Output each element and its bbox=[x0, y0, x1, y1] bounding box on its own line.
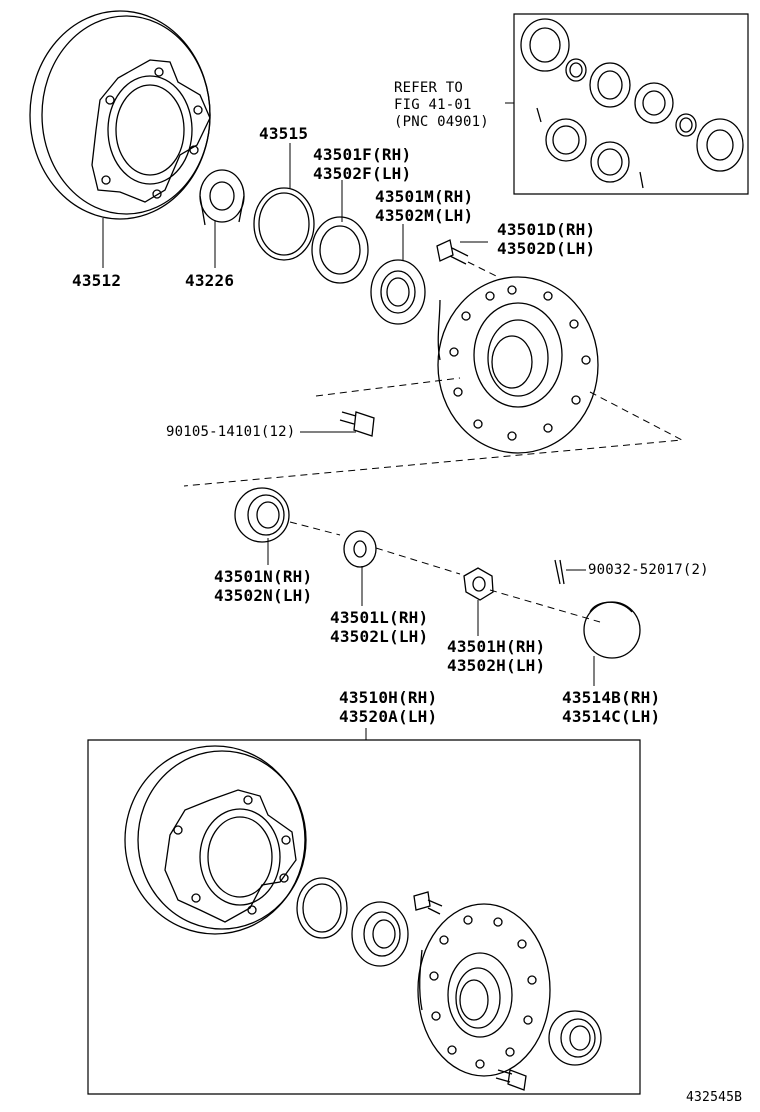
part-label-43510H-rh: 43510H(RH) bbox=[339, 688, 438, 707]
refer-label: REFER TO FIG 41-01 (PNC 04901) bbox=[394, 80, 489, 131]
inset-parts bbox=[521, 19, 743, 188]
dashed-plane-top bbox=[184, 378, 682, 486]
brake-disc-lower bbox=[125, 746, 306, 934]
hub-top bbox=[438, 277, 598, 453]
part-label-43501L[interactable]: 43501L(RH) 43502L(LH) bbox=[330, 608, 428, 646]
bearing-43501M bbox=[371, 260, 425, 324]
part-label-43520A-lh: 43520A(LH) bbox=[339, 707, 438, 726]
part-label-43514[interactable]: 43514B(RH) 43514C(LH) bbox=[562, 688, 660, 726]
hub-lower bbox=[418, 904, 550, 1076]
seal-43226 bbox=[200, 170, 244, 225]
assembly-box bbox=[88, 740, 640, 1094]
reference-inset-box bbox=[514, 14, 748, 194]
bolt-lower bbox=[496, 1070, 526, 1090]
bearing-lower bbox=[352, 902, 408, 966]
stud-43501D bbox=[437, 240, 468, 264]
refer-line-2: FIG 41-01 bbox=[394, 97, 472, 113]
part-label-43501D[interactable]: 43501D(RH) 43502D(LH) bbox=[497, 220, 595, 258]
part-label-43501F-rh: 43501F(RH) bbox=[313, 145, 412, 164]
part-label-43501M-rh: 43501M(RH) bbox=[375, 187, 474, 206]
figure-code: 432545B bbox=[686, 1090, 743, 1105]
stud-lower bbox=[414, 892, 442, 914]
washer-43501L bbox=[344, 531, 376, 567]
part-label-43226[interactable]: 43226 bbox=[185, 271, 235, 290]
dashed-axis-mid bbox=[290, 522, 600, 622]
bearing-43501N bbox=[235, 488, 289, 542]
part-label-43501L-rh: 43501L(RH) bbox=[330, 608, 429, 627]
part-label-43502M-lh: 43502M(LH) bbox=[375, 206, 474, 225]
ring-43515 bbox=[254, 188, 314, 260]
part-label-43501H-rh: 43501H(RH) bbox=[447, 637, 546, 656]
seal-lower bbox=[297, 878, 347, 938]
part-label-43512[interactable]: 43512 bbox=[72, 271, 122, 290]
bearing-lower-inner bbox=[549, 1011, 601, 1065]
part-label-90032[interactable]: 90032-52017(2) bbox=[588, 562, 709, 578]
part-label-90105[interactable]: 90105-14101(12) bbox=[166, 424, 296, 440]
part-label-43502F-lh: 43502F(LH) bbox=[313, 164, 412, 183]
part-label-43502N-lh: 43502N(LH) bbox=[214, 586, 313, 605]
brake-disc-43512 bbox=[30, 11, 210, 219]
part-label-43501N[interactable]: 43501N(RH) 43502N(LH) bbox=[214, 567, 312, 605]
part-label-43501F[interactable]: 43501F(RH) 43502F(LH) bbox=[313, 145, 411, 183]
cotter-pin-90032 bbox=[555, 560, 564, 584]
dashed-axis-top bbox=[468, 262, 500, 278]
hub-cap-43514B bbox=[584, 602, 640, 658]
refer-line-1: REFER TO bbox=[394, 80, 464, 96]
bolt-90105 bbox=[340, 412, 374, 436]
part-label-43514B-rh: 43514B(RH) bbox=[562, 688, 661, 707]
part-label-43501H[interactable]: 43501H(RH) 43502H(LH) bbox=[447, 637, 545, 675]
part-label-43515[interactable]: 43515 bbox=[259, 124, 309, 143]
part-label-43514C-lh: 43514C(LH) bbox=[562, 707, 661, 726]
part-label-43510[interactable]: 43510H(RH) 43520A(LH) bbox=[339, 688, 437, 726]
part-label-43502H-lh: 43502H(LH) bbox=[447, 656, 546, 675]
seal-43501F bbox=[312, 217, 368, 283]
nut-43501H bbox=[464, 568, 493, 600]
refer-line-3: (PNC 04901) bbox=[394, 114, 489, 130]
part-label-43502L-lh: 43502L(LH) bbox=[330, 627, 429, 646]
part-label-43501M[interactable]: 43501M(RH) 43502M(LH) bbox=[375, 187, 473, 225]
part-label-43501N-rh: 43501N(RH) bbox=[214, 567, 313, 586]
part-label-43502D-lh: 43502D(LH) bbox=[497, 239, 596, 258]
part-label-43501D-rh: 43501D(RH) bbox=[497, 220, 596, 239]
